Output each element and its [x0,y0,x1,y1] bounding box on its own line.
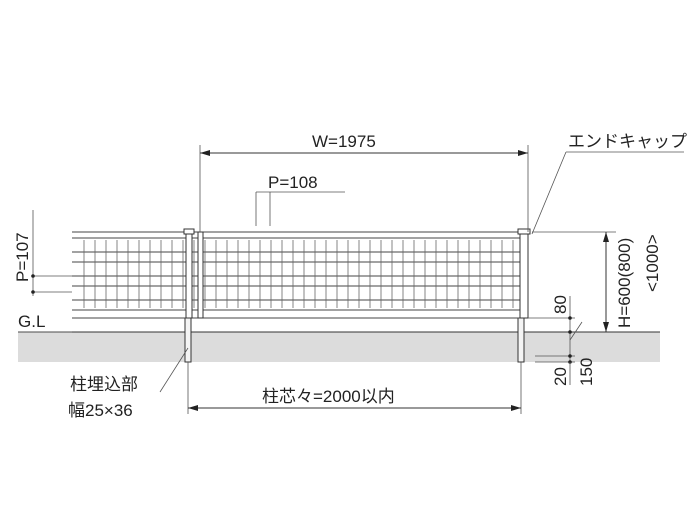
end-cap-leader [531,151,567,235]
post-offset-label: 80 [551,295,570,314]
fence-post [519,231,529,319]
post-right [517,317,525,363]
fence-post [185,231,193,319]
post-embed-title: 柱埋込部 [70,375,138,394]
ground-level-label: G.L [18,312,45,331]
post-embed-leader [159,347,189,393]
height-label: H=600(800) [615,238,634,328]
pitch-horizontal-label: P=108 [268,173,318,192]
pitch-vertical-label: P=107 [13,232,32,282]
post-left [184,317,192,363]
width-label: W=1975 [312,132,376,151]
end-cap [517,228,531,235]
post-pitch-label: 柱芯々=2000以内 [262,387,395,406]
embed-20-label: 20 [551,367,570,386]
post-embed-size: 幅25×36 [68,401,133,420]
end-cap-label: エンドキャップ [568,132,687,151]
embed-150-label: 150 [577,358,596,386]
height-alt-label: <1000> [643,234,662,292]
pitch-vertical-group: P=107 [13,210,72,296]
fence-post [197,231,204,319]
end-cap [183,228,195,235]
ground [18,332,660,362]
fence-panel [72,228,531,319]
